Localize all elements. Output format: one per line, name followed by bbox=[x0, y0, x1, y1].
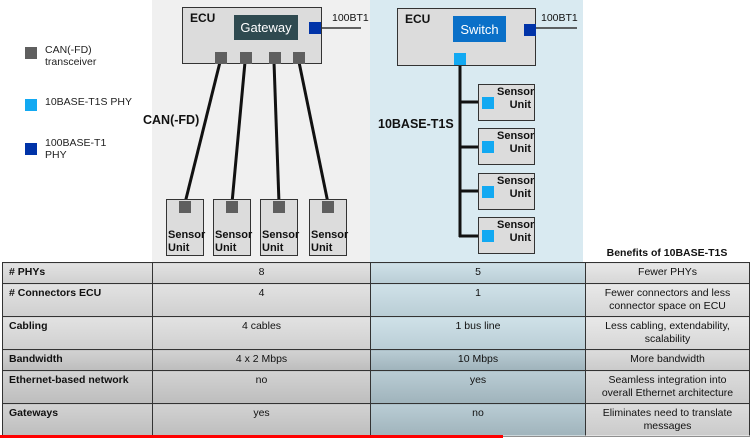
t1s-value: no bbox=[370, 403, 586, 437]
comparison-table: # PHYs 8 5 Fewer PHYs # Connectors ECU 4… bbox=[2, 262, 750, 437]
sensor-unit-label: Sensor Unit bbox=[215, 229, 253, 254]
can-transceiver-swatch-icon bbox=[25, 47, 37, 59]
can-value: yes bbox=[152, 403, 371, 437]
t1s-bus-label: 10BASE-T1S bbox=[378, 117, 454, 131]
can-transceiver-port-icon bbox=[322, 201, 334, 213]
row-label: Ethernet-based network bbox=[2, 370, 153, 404]
t1s-value: 1 bus line bbox=[370, 316, 586, 350]
row-label: Gateways bbox=[2, 403, 153, 437]
t1s-sensor-unit: Sensor Unit bbox=[478, 217, 535, 254]
table-row: Gateways yes no Eliminates need to trans… bbox=[2, 403, 750, 437]
can-wire-1 bbox=[183, 61, 222, 204]
can-value: 4 cables bbox=[152, 316, 371, 350]
benefit-value: More bandwidth bbox=[585, 349, 750, 371]
legend-item-t1s-phy: 10BASE-T1S PHY bbox=[25, 96, 132, 111]
row-label: Cabling bbox=[2, 316, 153, 350]
gateway-chip: Gateway bbox=[234, 15, 298, 40]
wiring-diagram bbox=[183, 27, 577, 238]
can-uplink-label: 100BT1 bbox=[332, 12, 369, 24]
video-progress-bar[interactable] bbox=[0, 435, 750, 438]
can-value: 4 bbox=[152, 283, 371, 317]
table-row: Cabling 4 cables 1 bus line Less cabling… bbox=[2, 316, 750, 350]
t1s-value: 5 bbox=[370, 262, 586, 284]
t1s-value: 10 Mbps bbox=[370, 349, 586, 371]
can-wire-2 bbox=[230, 61, 247, 204]
t1s-phy-port-icon bbox=[482, 141, 494, 153]
can-wire-4 bbox=[297, 61, 330, 204]
can-transceiver-port-icon bbox=[226, 201, 238, 213]
legend-item-t1-phy: 100BASE-T1 PHY bbox=[25, 137, 107, 161]
can-transceiver-port-icon bbox=[240, 52, 252, 64]
t1-phy-port-icon bbox=[309, 22, 321, 34]
benefit-value: Less cabling, extendability, scalability bbox=[585, 316, 750, 350]
can-transceiver-port-icon bbox=[269, 52, 281, 64]
row-label: # PHYs bbox=[2, 262, 153, 284]
can-transceiver-port-icon bbox=[215, 52, 227, 64]
can-sensor-unit: Sensor Unit bbox=[309, 199, 349, 256]
t1s-sensor-unit: Sensor Unit bbox=[478, 128, 535, 165]
legend-label: 10BASE-T1S PHY bbox=[45, 96, 132, 108]
benefit-value: Fewer connectors and less connector spac… bbox=[585, 283, 750, 317]
legend-label: 100BASE-T1 PHY bbox=[45, 137, 107, 161]
can-transceiver-port-icon bbox=[293, 52, 305, 64]
ecu-label: ECU bbox=[405, 12, 431, 26]
benefit-value: Seamless integration into overall Ethern… bbox=[585, 370, 750, 404]
switch-chip: Switch bbox=[453, 16, 506, 42]
sensor-unit-label: Sensor Unit bbox=[262, 229, 300, 254]
ecu-label: ECU bbox=[190, 11, 216, 25]
sensor-unit-label: Sensor Unit bbox=[497, 86, 535, 111]
t1s-phy-port-icon bbox=[482, 230, 494, 242]
t1s-sensor-unit: Sensor Unit bbox=[478, 84, 535, 121]
row-label: # Connectors ECU bbox=[2, 283, 153, 317]
benefit-value: Fewer PHYs bbox=[585, 262, 750, 284]
can-sensor-unit: Sensor Unit bbox=[166, 199, 206, 256]
video-progress-fill bbox=[0, 435, 503, 438]
t1-phy-swatch-icon bbox=[25, 143, 37, 155]
t1s-uplink-label: 100BT1 bbox=[541, 12, 578, 24]
sensor-unit-label: Sensor Unit bbox=[311, 229, 349, 254]
t1s-phy-port-icon bbox=[454, 53, 466, 65]
sensor-unit-label: Sensor Unit bbox=[497, 175, 535, 200]
can-wire-3 bbox=[272, 61, 281, 204]
t1s-value: 1 bbox=[370, 283, 586, 317]
table-row: Bandwidth 4 x 2 Mbps 10 Mbps More bandwi… bbox=[2, 349, 750, 371]
t1s-ecu: ECU Switch bbox=[397, 8, 536, 66]
legend-item-can-transceiver: CAN(-FD) transceiver bbox=[25, 44, 115, 68]
can-ecu: ECU Gateway bbox=[182, 7, 322, 64]
t1s-phy-swatch-icon bbox=[25, 99, 37, 111]
legend-label: CAN(-FD) transceiver bbox=[45, 44, 97, 68]
table-row: # Connectors ECU 4 1 Fewer connectors an… bbox=[2, 283, 750, 317]
table-row: Ethernet-based network no yes Seamless i… bbox=[2, 370, 750, 404]
can-value: 8 bbox=[152, 262, 371, 284]
can-bus-label: CAN(-FD) bbox=[143, 113, 200, 127]
can-sensor-unit: Sensor Unit bbox=[260, 199, 300, 256]
t1s-phy-port-icon bbox=[482, 97, 494, 109]
benefits-header: Benefits of 10BASE-T1S bbox=[606, 247, 728, 259]
sensor-unit-label: Sensor Unit bbox=[497, 130, 535, 155]
sensor-unit-label: Sensor Unit bbox=[497, 219, 535, 244]
sensor-unit-label: Sensor Unit bbox=[168, 229, 206, 254]
t1s-value: yes bbox=[370, 370, 586, 404]
t1-phy-port-icon bbox=[524, 24, 536, 36]
t1s-sensor-unit: Sensor Unit bbox=[478, 173, 535, 210]
row-label: Bandwidth bbox=[2, 349, 153, 371]
can-transceiver-port-icon bbox=[179, 201, 191, 213]
t1s-phy-port-icon bbox=[482, 186, 494, 198]
can-sensor-unit: Sensor Unit bbox=[213, 199, 253, 256]
can-value: no bbox=[152, 370, 371, 404]
can-value: 4 x 2 Mbps bbox=[152, 349, 371, 371]
benefit-value: Eliminates need to translate messages bbox=[585, 403, 750, 437]
can-transceiver-port-icon bbox=[273, 201, 285, 213]
table-row: # PHYs 8 5 Fewer PHYs bbox=[2, 262, 750, 284]
